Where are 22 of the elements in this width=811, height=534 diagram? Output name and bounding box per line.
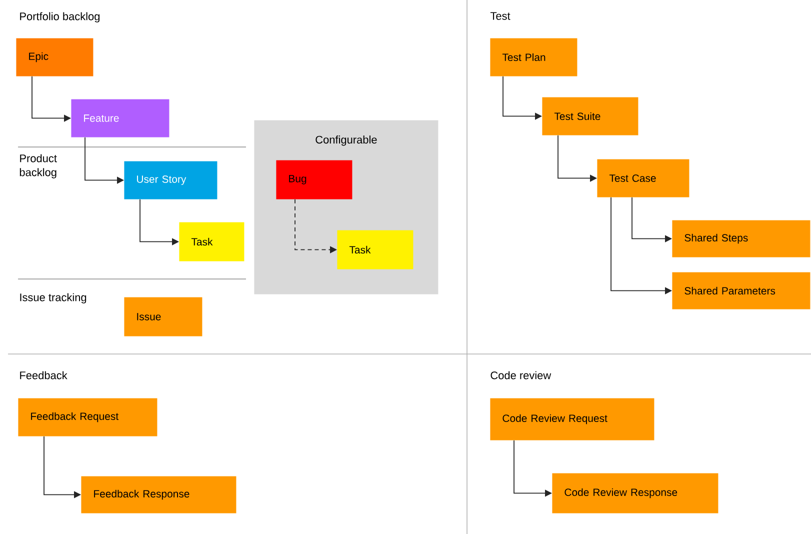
work-item-box: Issue: [124, 297, 202, 336]
section-heading: Test: [490, 12, 510, 20]
work-item-box: Epic: [16, 38, 94, 76]
work-item-box: Shared Parameters: [672, 272, 810, 310]
work-item-box: Test Plan: [490, 38, 578, 76]
work-item-box: Test Case: [597, 159, 690, 198]
work-item-box: Code Review Response: [552, 473, 718, 514]
work-item-box: Task: [337, 230, 414, 270]
work-item-box: Test Suite: [542, 97, 638, 136]
section-heading: Feedback: [20, 371, 68, 380]
work-item-box: Shared Steps: [672, 220, 810, 258]
work-item-box: Code Review Request: [490, 398, 654, 440]
section-heading: Product backlog: [20, 154, 57, 178]
work-item-box: Feedback Request: [18, 398, 158, 436]
work-item-box: User Story: [124, 161, 218, 200]
work-item-box: Bug: [276, 160, 352, 200]
work-item-box: Feature: [71, 99, 170, 138]
section-heading: Portfolio backlog: [20, 12, 100, 22]
work-item-box: Feedback Response: [81, 476, 236, 514]
section-heading: Code review: [490, 371, 552, 380]
work-item-box: Task: [179, 222, 244, 262]
section-heading: Issue tracking: [20, 293, 86, 304]
